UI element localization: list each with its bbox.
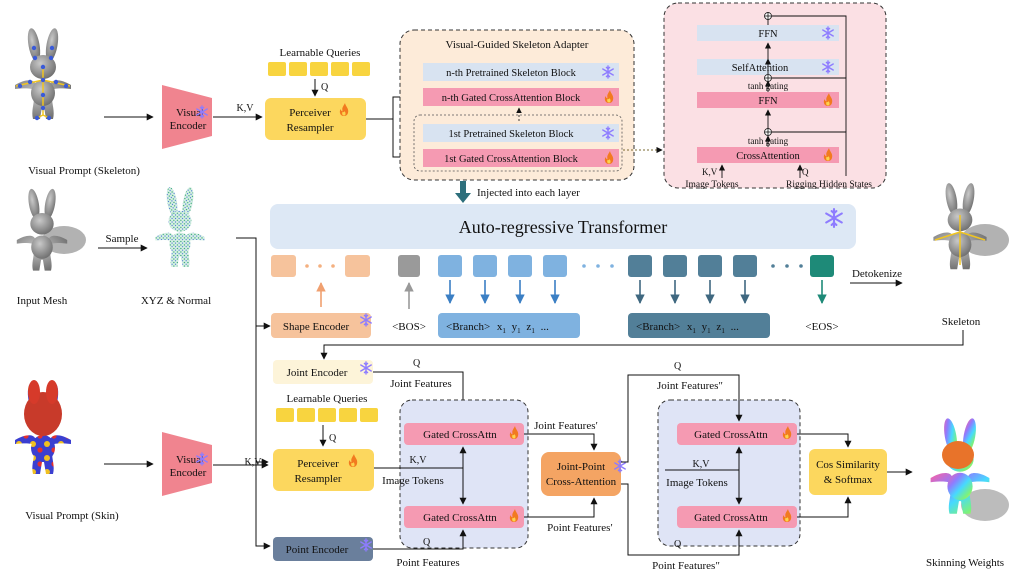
eos-token <box>810 255 834 277</box>
joint-point-crossattn: Joint-Point Cross-Attention <box>541 452 626 496</box>
adapter-block-1-pretrained: 1st Pretrained Skeleton Block <box>448 129 574 140</box>
caption-prompt-skeleton: Visual Prompt (Skeleton) <box>28 165 140 177</box>
branch-seq-2: <Branch> x1 y1 z1 ... <box>628 313 770 338</box>
adapter-block-1-gated: 1st Gated CrossAttention Block <box>444 154 579 165</box>
branch-seq-1-text: <Branch> x1 y1 z1 ... <box>446 321 549 336</box>
adapter-block-n-pretrained: n-th Pretrained Skeleton Block <box>446 68 577 79</box>
transformer: Auto-regressive Transformer <box>270 204 856 249</box>
bos-label: <BOS> <box>392 321 426 333</box>
caption-input-mesh: Input Mesh <box>17 295 68 307</box>
cos-line2: & Softmax <box>824 474 873 486</box>
query-tokens-bottom <box>276 408 378 422</box>
image-tokens-2: Image Tokens <box>666 477 728 489</box>
adapter-title: Visual-Guided Skeleton Adapter <box>446 39 589 51</box>
kv-top: K,V <box>237 103 255 114</box>
cos-line1: Cos Similarity <box>816 459 880 471</box>
perceiver-bottom-line2: Resampler <box>294 473 341 485</box>
perceiver-bottom: Perceiver Resampler <box>273 449 374 491</box>
q-point: Q <box>423 537 431 548</box>
block-detail: FFN SelfAttention tanh gating FFN tanh g… <box>663 2 887 190</box>
sample-label: Sample <box>106 233 139 245</box>
detail-ffn-gated: FFN <box>758 96 778 107</box>
gated-crossattn-3: Gated CrossAttn <box>694 429 768 441</box>
visual-encoder-bottom-line2: Encoder <box>170 467 207 479</box>
kv-image-2: K,V <box>693 459 711 470</box>
attn-region-1: Gated CrossAttn Gated CrossAttn <box>399 399 529 549</box>
visual-encoder-top-line2: Encoder <box>170 120 207 132</box>
q-joint: Q <box>413 358 421 369</box>
skeleton-adapter: Visual-Guided Skeleton Adapter n-th Pret… <box>399 29 635 181</box>
bunny-skin-prompt <box>15 380 71 474</box>
detokenize-label: Detokenize <box>852 268 902 280</box>
branch-seq-1: <Branch> x1 y1 z1 ... <box>438 313 580 338</box>
kv-image-1: K,V <box>410 455 428 466</box>
point-cloud <box>155 186 205 267</box>
detail-image-tokens: Image Tokens <box>685 180 739 190</box>
joint-features-p: Joint Features′ <box>534 420 598 432</box>
cos-similarity: Cos Similarity & Softmax <box>809 449 887 495</box>
caption-skeleton: Skeleton <box>942 316 981 328</box>
attn-region-2: Gated CrossAttn Gated CrossAttn <box>657 399 801 547</box>
branch-seq-2-text: <Branch> x1 y1 z1 ... <box>636 321 739 336</box>
shape-tokens <box>271 255 370 277</box>
point-features-p: Point Features′ <box>547 522 613 534</box>
joint-point-line1: Joint-Point <box>557 461 605 473</box>
visual-encoder-bottom-line1: Visual <box>176 454 204 466</box>
visual-encoder-bottom: Visual Encoder <box>162 432 212 496</box>
detail-q: Q <box>802 167 809 177</box>
branch-tokens-1 <box>438 255 567 277</box>
transformer-label: Auto-regressive Transformer <box>459 217 667 237</box>
point-features-pp: Point Features″ <box>652 560 720 572</box>
joint-encoder-label: Joint Encoder <box>287 367 348 379</box>
detail-kv: K,V <box>702 167 718 177</box>
branch-tokens-2 <box>628 255 757 277</box>
gated-crossattn-4: Gated CrossAttn <box>694 512 768 524</box>
learnable-queries-bottom: Learnable Queries <box>287 393 368 405</box>
bos-token <box>398 255 420 277</box>
adapter-block-n-gated: n-th Gated CrossAttention Block <box>442 93 581 104</box>
shape-encoder-label: Shape Encoder <box>283 321 350 333</box>
perceiver-top-line1: Perceiver <box>289 107 331 119</box>
caption-skinning: Skinning Weights <box>926 557 1004 569</box>
point-encoder: Point Encoder <box>273 537 373 561</box>
visual-encoder-top-line1: Visual <box>176 107 204 119</box>
joint-point-line2: Cross-Attention <box>546 476 617 488</box>
gated-crossattn-1: Gated CrossAttn <box>423 429 497 441</box>
visual-encoder-top: Visual Encoder <box>162 85 212 149</box>
caption-prompt-skin: Visual Prompt (Skin) <box>25 510 119 522</box>
q-jfpp: Q <box>674 361 682 372</box>
joint-encoder: Joint Encoder <box>273 360 373 384</box>
shape-encoder: Shape Encoder <box>271 313 372 338</box>
point-features: Point Features <box>396 557 459 569</box>
perceiver-bottom-line1: Perceiver <box>297 458 339 470</box>
joint-features: Joint Features <box>390 378 451 390</box>
detail-ffn-top: FFN <box>758 29 778 40</box>
joint-features-pp: Joint Features″ <box>657 380 723 392</box>
kv-bottom: K,V <box>245 457 263 468</box>
point-encoder-label: Point Encoder <box>286 544 349 556</box>
q-top: Q <box>321 82 329 93</box>
gated-crossattn-2: Gated CrossAttn <box>423 512 497 524</box>
eos-label: <EOS> <box>805 321 838 333</box>
bunny-skeleton-prompt <box>15 27 71 121</box>
detail-rigging: Rigging Hidden States <box>786 180 872 190</box>
image-tokens-1: Image Tokens <box>382 475 444 487</box>
query-tokens-top <box>268 62 370 76</box>
caption-xyz: XYZ & Normal <box>141 295 211 307</box>
input-mesh <box>16 188 86 271</box>
perceiver-top-line2: Resampler <box>286 122 333 134</box>
perceiver-top: Perceiver Resampler <box>265 98 366 140</box>
detail-crossattn: CrossAttention <box>736 151 800 162</box>
learnable-queries-top: Learnable Queries <box>280 47 361 59</box>
q-bottom: Q <box>329 433 337 444</box>
detail-selfattn: SelfAttention <box>732 63 789 74</box>
q-pfpp: Q <box>674 539 682 550</box>
injected-label: Injected into each layer <box>477 187 580 199</box>
skinning-output <box>930 417 1009 521</box>
output-skeleton <box>933 182 1009 270</box>
